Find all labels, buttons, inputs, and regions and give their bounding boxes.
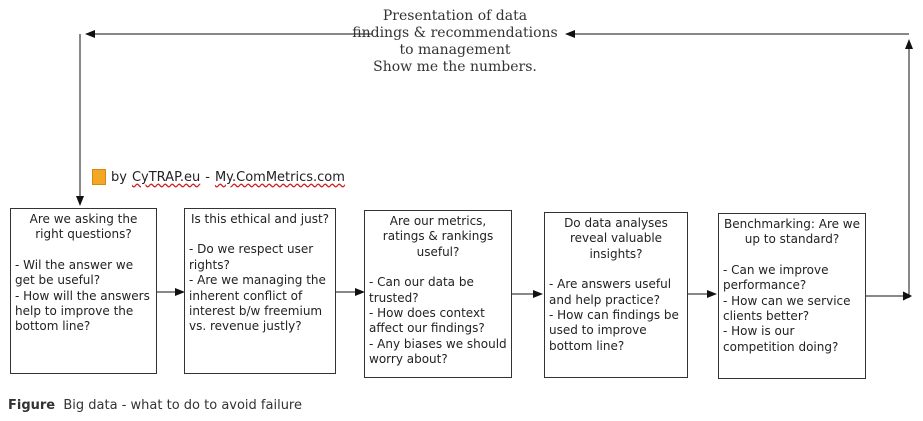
brand-separator: - xyxy=(205,169,210,185)
flow-arrow-5-head xyxy=(902,291,913,301)
box-item: - Can we improve performance? xyxy=(723,262,829,293)
box-item: - How can we service clients better? xyxy=(723,293,851,324)
step-box-ethics: Is this ethical and just? - Do we respec… xyxy=(184,208,336,374)
caption-text: Big data - what to do to avoid failure xyxy=(63,398,302,413)
step-box-benchmarking: Benchmarking: Are we up to standard? - C… xyxy=(718,213,866,379)
box-item: - Can our data be trusted? xyxy=(369,275,474,305)
box-item: - Are we managing the inherent conflict … xyxy=(189,273,326,334)
management-presentation-note: Presentation of data findings & recommen… xyxy=(330,8,580,76)
step-box-analyses: Do data analyses reveal valuable insight… xyxy=(544,212,688,378)
box-item: - Are answers useful and help practice? xyxy=(549,277,672,307)
orange-square-icon xyxy=(92,169,106,185)
box-item: - Any biases we should worry about? xyxy=(369,336,507,367)
brand-credit: by CyTRAP.eu - My.ComMetrics.com xyxy=(92,169,345,185)
brand-site-commetrics-link[interactable]: My.ComMetrics.com xyxy=(214,169,345,185)
caption-label: Figure xyxy=(8,398,56,413)
step-box-questions: Are we asking the right questions? - Wil… xyxy=(10,208,157,374)
box-title: Are we asking the right questions? xyxy=(29,212,138,242)
box-title: Are our metrics, ratings & rankings usef… xyxy=(382,214,494,259)
top-note-line-4: Show me the numbers. xyxy=(373,59,537,75)
box-item: - How can findings be used to improve bo… xyxy=(549,308,679,353)
box-item: - Wil the answer we get be useful? xyxy=(15,257,134,288)
top-note-line-3: to management xyxy=(399,42,511,58)
top-note-line-2: findings & recommendations xyxy=(352,25,558,41)
figure-caption: Figure Big data - what to do to avoid fa… xyxy=(8,398,302,413)
box-title: Do data analyses reveal valuable insight… xyxy=(564,216,668,261)
step-box-metrics: Are our metrics, ratings & rankings usef… xyxy=(364,210,512,378)
box-item: - How does context affect our findings? xyxy=(369,306,485,336)
brand-site-cytrap-link[interactable]: CyTRAP.eu xyxy=(131,169,201,185)
box-item: - How will the answers help to improve t… xyxy=(15,288,150,334)
top-note-line-1: Presentation of data xyxy=(382,8,528,24)
brand-prefix: by xyxy=(111,169,127,185)
box-item: - Do we respect user rights? xyxy=(189,242,314,272)
box-title: Is this ethical and just? xyxy=(190,212,330,226)
box-item: - How is our competition doing? xyxy=(723,324,839,354)
box-title: Benchmarking: Are we up to standard? xyxy=(723,217,861,247)
